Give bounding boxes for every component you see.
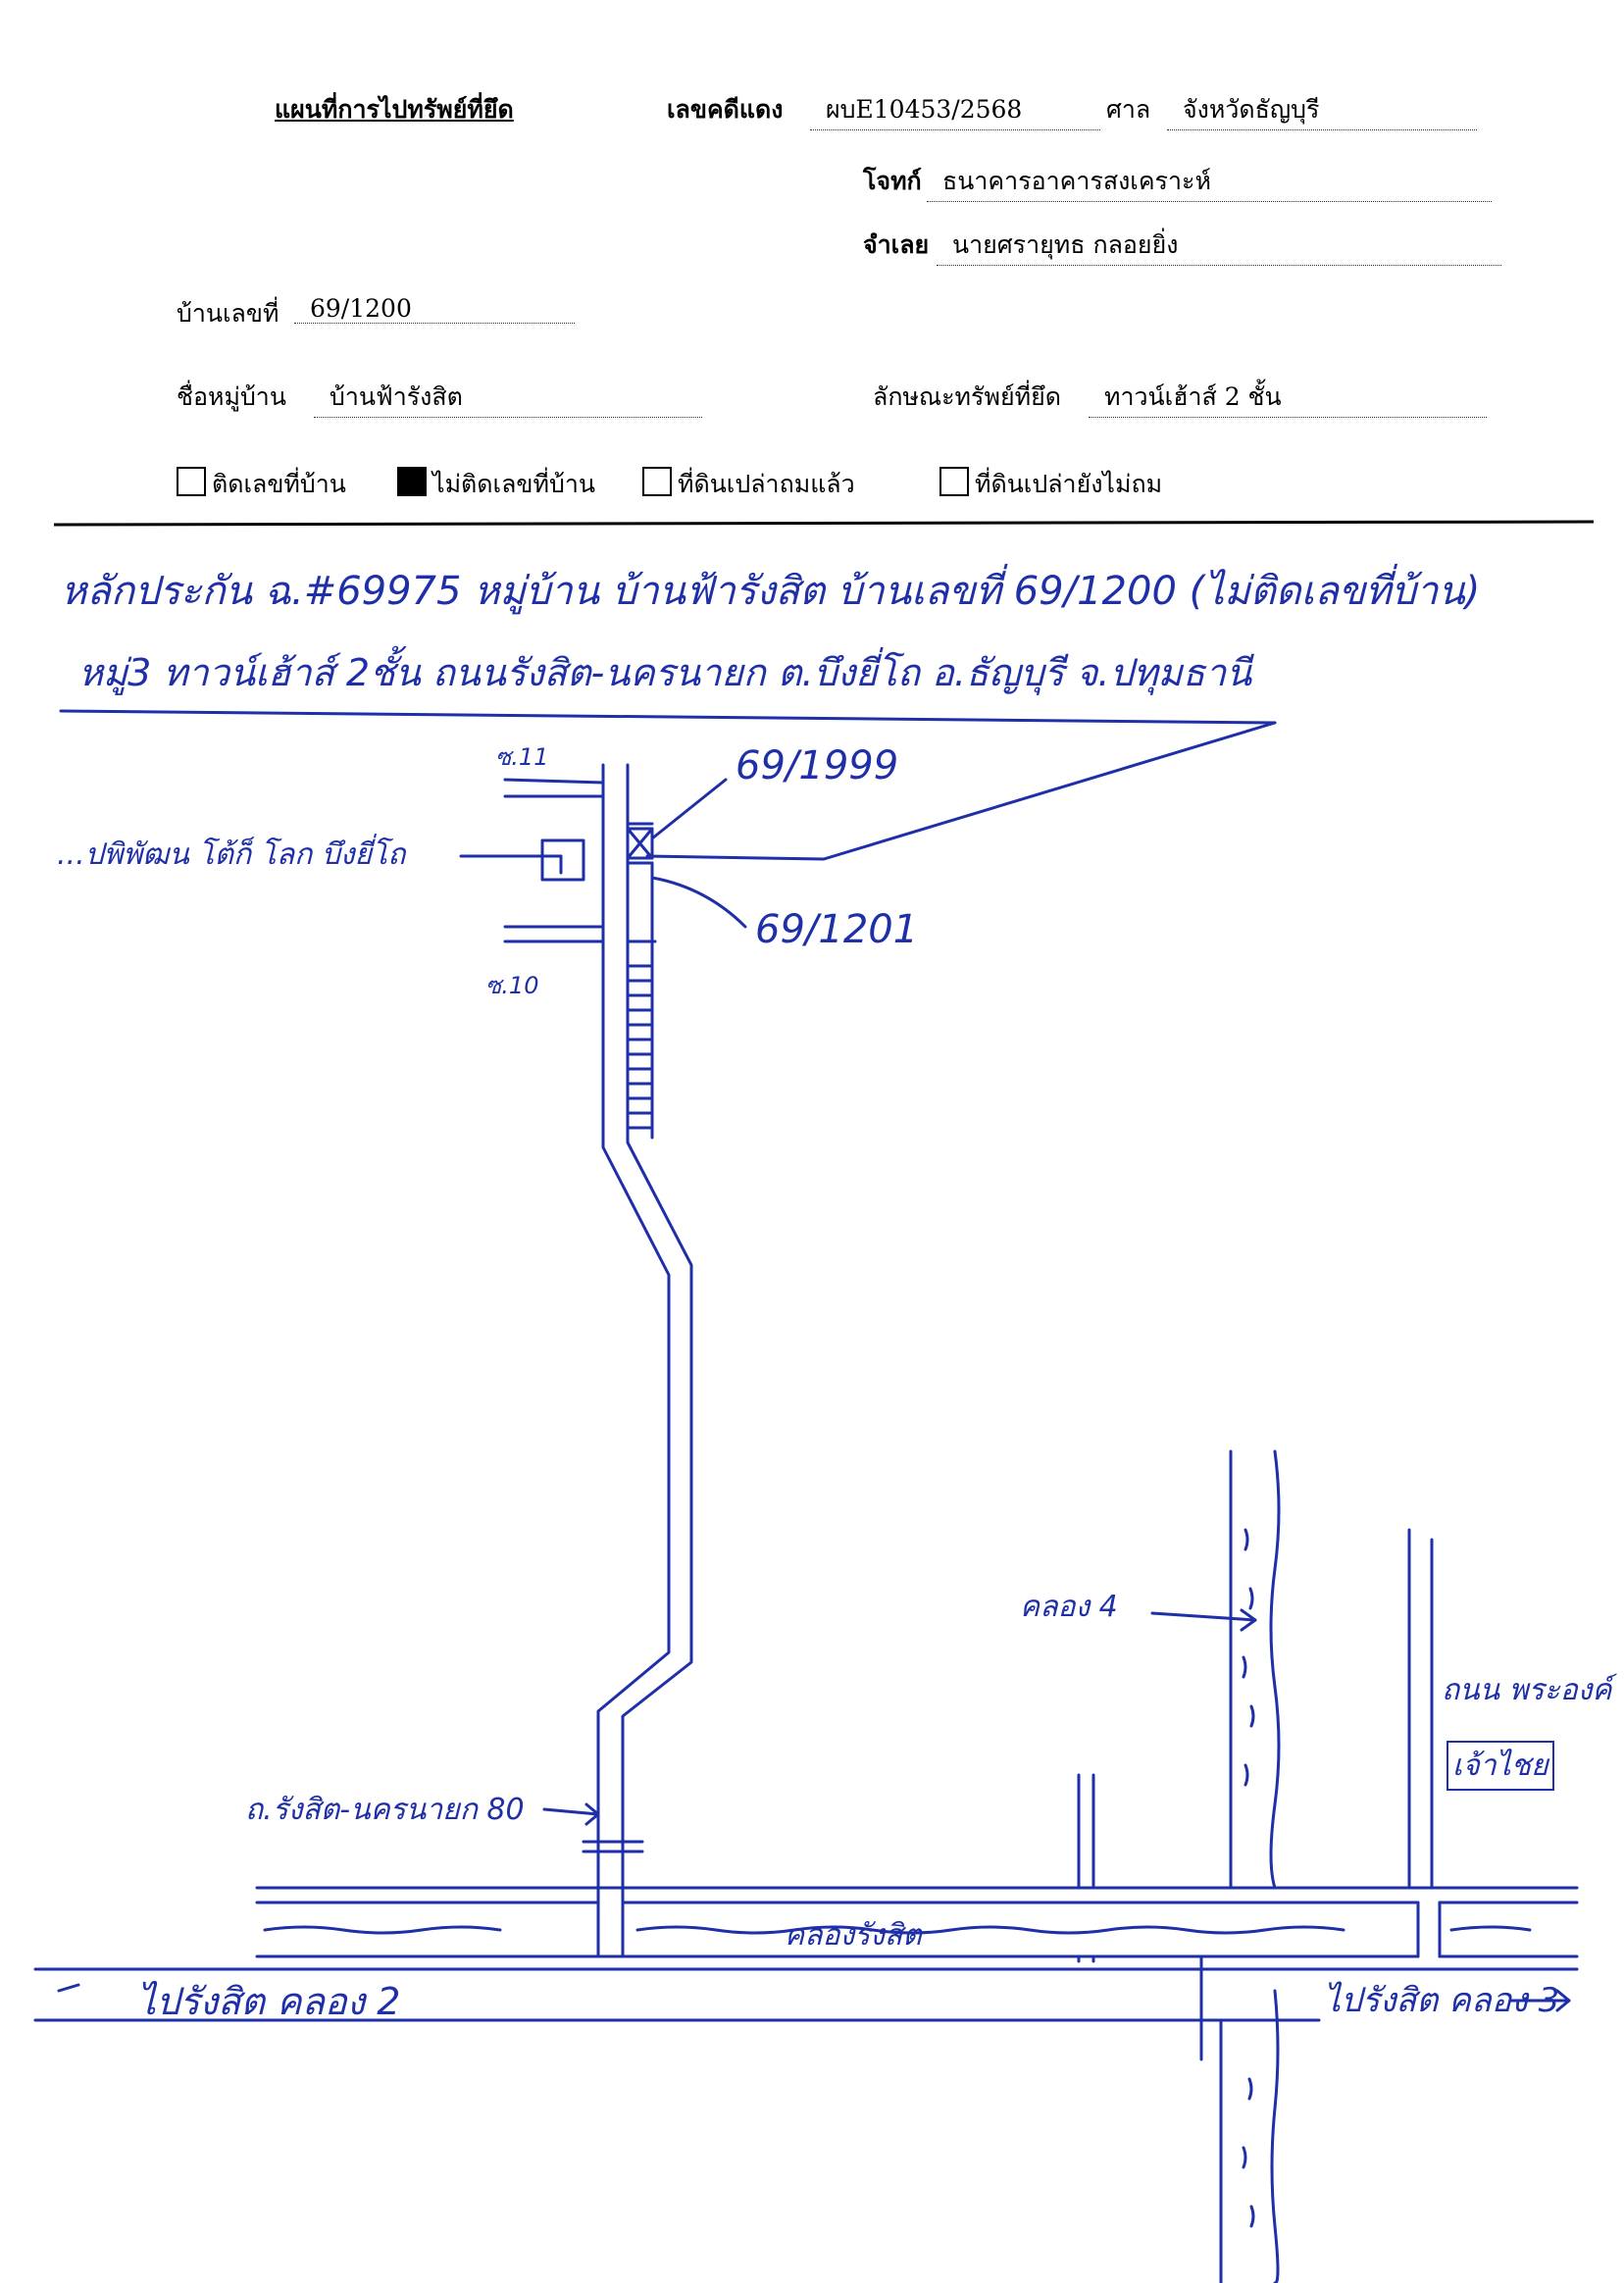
address-pointer-line: [645, 721, 1277, 861]
canal-4-lower-right-bank: [1270, 1989, 1280, 2283]
defendant-label: จำเลย: [863, 230, 930, 259]
canal-4-right-bank: [1269, 1449, 1281, 1890]
to-rangsit-label: ไปรังสิต คลอง 2: [137, 1980, 401, 2023]
road-label-arrowhead: [584, 1802, 600, 1826]
red-case-value: ผบE10453/2568: [810, 90, 1100, 130]
court-value-text: จังหวัดธัญบุรี: [1183, 95, 1320, 124]
neighbor-bottom-pointer: [650, 876, 747, 929]
house-no-label: บ้านเลขที่: [177, 299, 279, 328]
checkbox-no-house-number[interactable]: ไม่ติดเลขที่บ้าน: [397, 465, 595, 504]
checkbox-has-house-number[interactable]: ติดเลขที่บ้าน: [177, 465, 346, 504]
address-underline: [59, 709, 1277, 725]
plaintiff-value-text: ธนาคารอาคารสงเคราะห์: [942, 167, 1211, 195]
soi-10-label: ซ.10: [485, 972, 539, 999]
soi-11-label: ซ.11: [495, 743, 549, 771]
village-label: ชื่อหมู่บ้าน: [177, 382, 286, 411]
rangsit-nakhonnayok-road-label: ถ.รังสิต-นครนายก 80: [245, 1793, 525, 1827]
handwritten-address-line-1: หลักประกัน ฉ.#69975 หมู่บ้าน บ้านฟ้ารังส…: [61, 569, 1481, 614]
canal-4-water-marks: [1242, 1528, 1255, 2228]
red-case-label: เลขคดีแดง: [667, 95, 784, 124]
phahon-road-label-1: ถนน พระองค์: [1442, 1673, 1612, 1707]
soi-11-street-top: [503, 778, 605, 785]
plaintiff-label: โจทก์: [863, 167, 922, 195]
canal-4-label: คลอง 4: [1020, 1590, 1118, 1624]
townhouse-row-lines: [626, 964, 654, 1130]
village-road-right-edge: [621, 763, 693, 1919]
form-title: แผนที่การไปทรัพย์ที่ยึด: [275, 95, 514, 124]
defendant-value: นายศรายุทธ กลอยยิ่ง: [937, 226, 1501, 266]
checkbox-label: ที่ดินเปล่าถมแล้ว: [678, 470, 855, 498]
neighbor-top-pointer: [650, 778, 728, 840]
property-type-value: ทาวน์เฮ้าส์ 2 ชั้น: [1089, 378, 1487, 418]
target-house-cross: [626, 827, 654, 860]
phahon-road-label-2: เจ้าไชย: [1446, 1741, 1554, 1791]
neighbor-house-bottom-label: 69/1201: [755, 907, 919, 952]
form-divider: [53, 520, 1595, 527]
court-label: ศาล: [1106, 95, 1151, 124]
defendant-value-text: นายศรายุทธ กลอยยิ่ง: [952, 230, 1179, 259]
canal-4-arrowhead: [1240, 1608, 1257, 1632]
village-value-text: บ้านฟ้ารังสิต: [330, 382, 463, 411]
checkbox-filled-land[interactable]: ที่ดินเปล่าถมแล้ว: [642, 465, 855, 504]
checkbox-square[interactable]: [177, 467, 206, 496]
neighbor-house-top-label: 69/1999: [736, 743, 899, 788]
plaintiff-value: ธนาคารอาคารสงเคราะห์: [927, 162, 1492, 202]
temple-label: ...ปพิพัฒน โต้ก็ โลก บึงยี่โถ: [57, 837, 406, 872]
checkbox-unfilled-land[interactable]: ที่ดินเปล่ายังไม่ถม: [939, 465, 1162, 504]
property-type-value-text: ทาวน์เฮ้าส์ 2 ชั้น: [1104, 382, 1282, 411]
to-canal-3-label: ไปรังสิต คลอง 3: [1324, 1981, 1560, 2020]
left-arrow-tick: [57, 1983, 80, 1993]
canal-4-arrow: [1150, 1611, 1257, 1622]
checkbox-square[interactable]: [642, 467, 672, 496]
handwritten-address-line-2: หมู่3 ทาวน์เฮ้าส์ 2ชั้น ถนนรังสิต-นครนาย…: [78, 651, 1252, 694]
checkbox-label: ที่ดินเปล่ายังไม่ถม: [975, 470, 1163, 498]
canal-water-ripple: [263, 1925, 1532, 1935]
target-house-box: [626, 827, 654, 860]
court-value: จังหวัดธัญบุรี: [1167, 90, 1477, 130]
checkbox-square-checked[interactable]: [397, 467, 427, 496]
red-case-value-text: ผบE10453/2568: [826, 95, 1023, 124]
canal-rangsit-label: คลองรังสิต: [785, 1918, 922, 1953]
village-road-left-edge: [596, 763, 671, 1919]
temple-marker: [540, 838, 585, 882]
checkbox-label: ติดเลขที่บ้าน: [212, 470, 346, 498]
house-no-value-text: 69/1200: [310, 294, 412, 323]
property-type-label: ลักษณะทรัพย์ที่ยึด: [873, 382, 1061, 411]
checkbox-square[interactable]: [939, 467, 969, 496]
checkbox-label: ไม่ติดเลขที่บ้าน: [432, 470, 595, 498]
right-direction-arrowhead: [1555, 1989, 1571, 2012]
village-value: บ้านฟ้ารังสิต: [314, 378, 702, 418]
house-no-value: 69/1200: [294, 294, 575, 324]
road-label-arrow: [542, 1807, 600, 1816]
